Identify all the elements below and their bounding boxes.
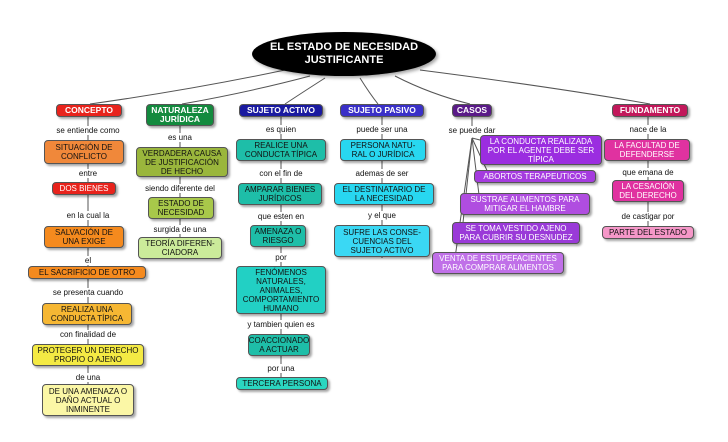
concepto-node-5: REALIZA UNA CONDUCTA TÍPICA xyxy=(42,303,132,325)
naturaleza-node-2: ESTADO DE NECESIDAD xyxy=(148,197,214,219)
concepto-link-2: entre xyxy=(77,169,99,178)
concepto-node-3: SALVACIÓN DE UNA EXIGE xyxy=(44,226,124,248)
casos-item-2: ABORTOS TERAPEUTICOS xyxy=(474,170,596,183)
header-naturaleza: NATURALEZA JURÍDICA xyxy=(146,104,214,126)
concepto-node-1: SITUACIÓN DE CONFLICTO xyxy=(44,140,124,164)
sujeto-pasivo-link-1: puede ser una xyxy=(355,125,409,134)
concepto-link-6: con finalidad de xyxy=(58,330,118,339)
sujeto-activo-node-2: AMPARAR BIENES JURÍDICOS xyxy=(238,183,322,205)
concepto-node-6: PROTEGER UN DERECHO PROPIO O AJENO xyxy=(32,344,144,366)
header-fundamento: FUNDAMENTO xyxy=(612,104,688,117)
naturaleza-node-1: VERDADERA CAUSA DE JUSTIFICACIÓN DE HECH… xyxy=(136,147,228,177)
fundamento-link-2: que emana de xyxy=(621,168,675,177)
naturaleza-link-1: es una xyxy=(166,133,194,142)
header-concepto: CONCEPTO xyxy=(56,104,122,117)
sujeto-activo-link-3: que esten en xyxy=(256,212,306,221)
concepto-link-4: el xyxy=(83,256,93,265)
concepto-link-5: se presenta cuando xyxy=(51,288,125,297)
header-sujeto-pasivo: SUJETO PASIVO xyxy=(340,104,424,117)
naturaleza-link-3: surgida de una xyxy=(152,225,208,234)
sujeto-pasivo-node-2: EL DESTINATARIO DE LA NECESIDAD xyxy=(334,183,434,205)
fundamento-link-1: nace de la xyxy=(628,125,668,134)
sujeto-activo-link-2: con el fin de xyxy=(258,169,304,178)
concepto-link-7: de una xyxy=(74,373,102,382)
sujeto-pasivo-link-2: ademas de ser xyxy=(354,169,410,178)
sujeto-activo-node-3: AMENAZA O RIESGO xyxy=(250,225,306,247)
sujeto-activo-node-1: REALICE UNA CONDUCTA TÍPICA xyxy=(236,139,326,161)
concepto-link-3: en la cual la xyxy=(65,211,111,220)
casos-item-1: LA CONDUCTA REALIZADA POR EL AGENTE DEBE… xyxy=(480,135,602,165)
casos-item-5: VENTA DE ESTUPEFACIENTES PARA COMPRAR AL… xyxy=(432,252,564,274)
concepto-link-1: se entiende como xyxy=(55,126,121,135)
sujeto-activo-node-4: FENÓMENOS NATURALES, ANIMALES, COMPORTAM… xyxy=(236,266,326,314)
concepto-node-4: EL SACRIFICIO DE OTRO xyxy=(28,266,146,279)
root-title-line2: JUSTIFICANTE xyxy=(304,54,384,66)
concepto-node-7: DE UNA AMENAZA O DAÑO ACTUAL O INMINENTE xyxy=(42,384,134,416)
fundamento-node-1: LA FACULTAD DE DEFENDERSE xyxy=(604,139,690,161)
concepto-node-2: DOS BIENES xyxy=(52,182,116,195)
sujeto-activo-link-4: por xyxy=(274,253,288,262)
header-sujeto-activo: SUJETO ACTIVO xyxy=(239,104,323,117)
casos-item-3: SUSTRAE ALIMENTOS PARA MITIGAR EL HAMBRE xyxy=(460,193,590,215)
sujeto-pasivo-node-3: SUFRE LAS CONSE-CUENCIAS DEL SUJETO ACTI… xyxy=(334,225,430,257)
sujeto-activo-link-6: por una xyxy=(266,364,296,373)
sujeto-pasivo-link-3: y el que xyxy=(366,211,398,220)
casos-link-1: se puede dar xyxy=(447,126,497,135)
sujeto-activo-link-5: y tambien quien es xyxy=(246,320,316,329)
fundamento-node-2: LA CESACIÓN DEL DERECHO xyxy=(612,180,684,202)
header-casos: CASOS xyxy=(452,104,492,117)
sujeto-activo-node-5: COACCIONADO A ACTUAR xyxy=(248,334,310,356)
fundamento-node-3: PARTE DEL ESTADO xyxy=(602,226,694,239)
sujeto-activo-link-1: es quien xyxy=(264,125,298,134)
sujeto-activo-node-6: TERCERA PERSONA xyxy=(236,377,328,390)
casos-item-4: SE TOMA VESTIDO AJENO PARA CUBRIR SU DES… xyxy=(452,222,580,244)
naturaleza-link-2: siendo diferente del xyxy=(144,184,216,193)
root-title-line1: EL ESTADO DE NECESIDAD xyxy=(269,41,419,53)
root-title: EL ESTADO DE NECESIDAD JUSTIFICANTE xyxy=(252,32,436,76)
fundamento-link-3: de castigar por xyxy=(620,212,676,221)
sujeto-pasivo-node-1: PERSONA NATU-RAL O JURÍDICA xyxy=(340,139,426,161)
naturaleza-node-3: TEORÍA DIFEREN-CIADORA xyxy=(138,237,222,259)
